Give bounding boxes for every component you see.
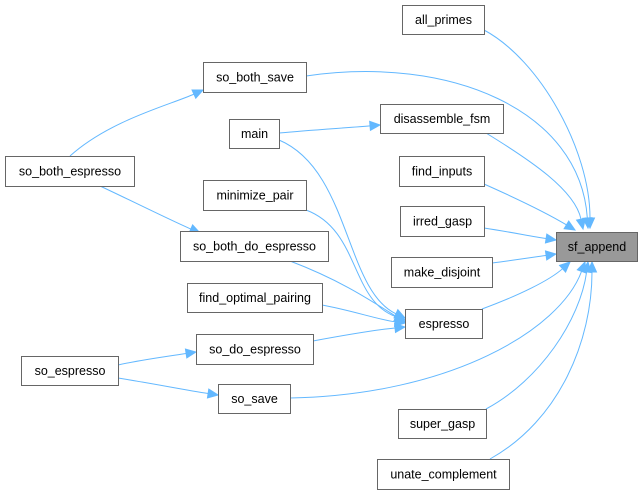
node-main[interactable]: main xyxy=(229,119,280,149)
node-label: irred_gasp xyxy=(413,215,472,229)
node-box xyxy=(377,459,510,490)
node-box xyxy=(5,156,135,187)
edge-line xyxy=(489,271,593,460)
node-label: disassemble_fsm xyxy=(394,112,491,126)
edge-line xyxy=(312,327,396,342)
node-irred-gasp[interactable]: irred_gasp xyxy=(400,206,485,237)
node-box xyxy=(180,231,329,262)
node-box xyxy=(398,409,487,439)
node-box xyxy=(203,180,307,211)
node-label: so_both_do_espresso xyxy=(193,240,316,254)
edge-so_espresso-to-so_save xyxy=(117,377,220,399)
node-box xyxy=(391,257,493,288)
arrowhead-icon xyxy=(394,322,407,334)
arrowhead-icon xyxy=(206,388,220,399)
edge-line xyxy=(483,227,547,239)
node-box xyxy=(196,334,314,365)
node-box xyxy=(187,283,323,313)
node-box xyxy=(405,309,483,339)
node-label: sf_append xyxy=(568,240,626,254)
node-label: so_save xyxy=(231,392,278,406)
node-label: find_inputs xyxy=(412,165,472,179)
edge-line xyxy=(278,139,397,315)
edge-main-to-disassemble_fsm xyxy=(278,120,382,134)
node-find-optimal-pairing[interactable]: find_optimal_pairing xyxy=(187,283,323,313)
edge-line xyxy=(481,268,563,310)
edge-line xyxy=(289,260,397,318)
node-label: make_disjoint xyxy=(404,266,481,280)
node-box xyxy=(556,232,638,262)
edge-make_disjoint-to-sf_append xyxy=(491,250,558,264)
node-super-gasp[interactable]: super_gasp xyxy=(398,409,487,439)
arrowhead-icon xyxy=(563,220,577,231)
edge-line xyxy=(321,304,396,323)
node-box xyxy=(21,356,119,386)
node-so-save[interactable]: so_save xyxy=(218,384,291,414)
node-box xyxy=(400,206,485,237)
edge-line xyxy=(117,377,209,394)
node-so-both-save[interactable]: so_both_save xyxy=(203,62,307,93)
edge-line xyxy=(483,29,591,219)
arrowhead-icon xyxy=(191,89,205,100)
edges-layer xyxy=(69,29,598,460)
node-box xyxy=(380,104,504,134)
edge-espresso-to-sf_append xyxy=(481,261,571,310)
node-label: so_both_espresso xyxy=(19,165,121,179)
node-espresso[interactable]: espresso xyxy=(405,309,483,339)
edge-line xyxy=(491,254,547,264)
edge-irred_gasp-to-sf_append xyxy=(483,227,558,244)
node-label: so_do_espresso xyxy=(209,343,301,357)
node-box xyxy=(218,384,291,414)
node-so-espresso[interactable]: so_espresso xyxy=(21,356,119,386)
edge-line xyxy=(305,71,588,219)
edge-unate_complement-to-sf_append xyxy=(489,260,598,460)
node-label: minimize_pair xyxy=(216,189,293,203)
edge-line xyxy=(117,353,187,366)
arrowhead-icon xyxy=(575,217,587,231)
edge-line xyxy=(485,271,588,410)
node-box xyxy=(402,5,485,35)
arrowhead-icon xyxy=(184,348,198,359)
edge-disassemble_fsm-to-sf_append xyxy=(485,132,587,231)
node-label: so_both_save xyxy=(216,71,294,85)
edge-so_both_espresso-to-so_both_do_espresso xyxy=(99,185,202,234)
node-label: so_espresso xyxy=(35,364,106,378)
node-minimize-pair[interactable]: minimize_pair xyxy=(203,180,307,211)
node-disassemble-fsm[interactable]: disassemble_fsm xyxy=(380,104,504,134)
edge-line xyxy=(289,271,583,399)
node-so-both-do-espresso[interactable]: so_both_do_espresso xyxy=(180,231,329,262)
node-make-disjoint[interactable]: make_disjoint xyxy=(391,257,493,288)
node-label: find_optimal_pairing xyxy=(199,291,311,305)
node-sf-append: sf_append xyxy=(556,232,638,262)
edge-so_both_espresso-to-so_both_save xyxy=(69,89,205,157)
arrowhead-icon xyxy=(544,233,558,244)
arrowhead-icon xyxy=(369,120,382,132)
node-label: super_gasp xyxy=(410,417,475,431)
edge-line xyxy=(69,93,195,157)
node-find-inputs[interactable]: find_inputs xyxy=(399,156,485,187)
node-all-primes[interactable]: all_primes xyxy=(402,5,485,35)
edge-line xyxy=(99,185,192,230)
arrowhead-icon xyxy=(586,260,598,273)
node-box xyxy=(203,62,307,93)
nodes-layer: all_primes so_both_save disassemble_fsmmai… xyxy=(5,5,638,490)
node-box xyxy=(399,156,485,187)
node-so-do-espresso[interactable]: so_do_espresso xyxy=(196,334,314,365)
node-label: unate_complement xyxy=(390,468,497,482)
node-label: espresso xyxy=(419,317,470,331)
edge-line xyxy=(483,183,567,226)
edge-so_do_espresso-to-espresso xyxy=(312,322,407,342)
node-label: main xyxy=(241,127,268,141)
edge-line xyxy=(278,125,371,134)
edge-line xyxy=(485,132,582,220)
node-box xyxy=(229,119,280,149)
arrowhead-icon xyxy=(558,261,571,273)
node-so-both-espresso[interactable]: so_both_espresso xyxy=(5,156,135,187)
arrowhead-icon xyxy=(544,250,558,261)
node-unate-complement[interactable]: unate_complement xyxy=(377,459,510,490)
node-label: all_primes xyxy=(415,13,472,27)
edge-line xyxy=(305,209,396,318)
edge-find_inputs-to-sf_append xyxy=(483,183,577,231)
edge-so_espresso-to-so_do_espresso xyxy=(117,348,198,366)
